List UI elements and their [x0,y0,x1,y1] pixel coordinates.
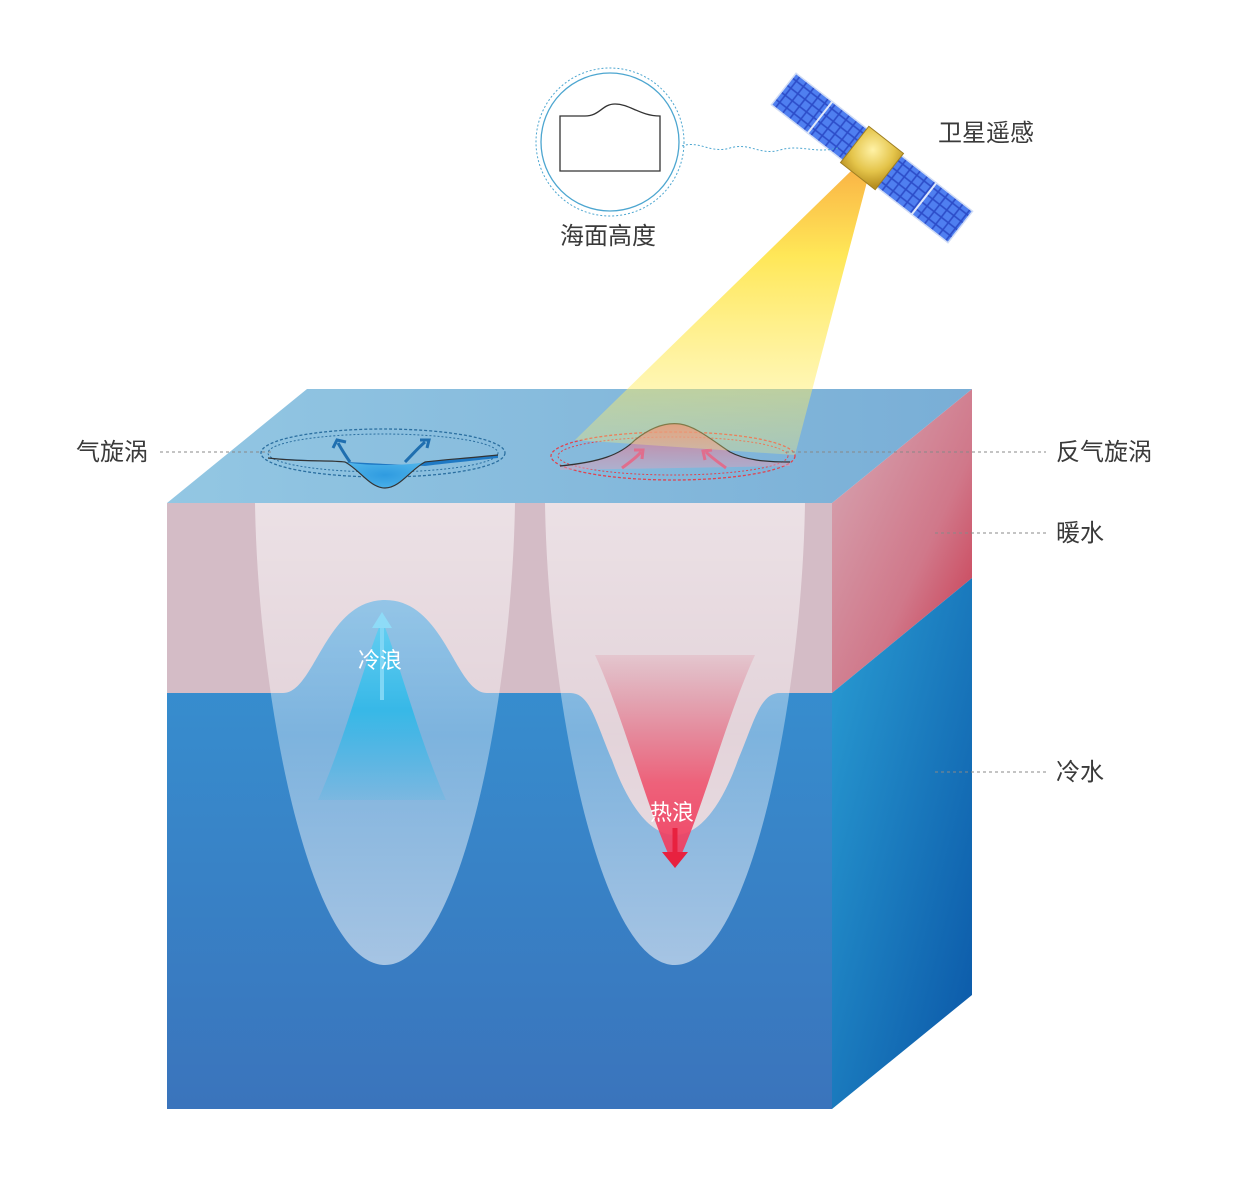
heat-wave-arrow [662,828,688,868]
anticyclonic-eddy-label: 反气旋涡 [1056,438,1152,466]
warm-water-label: 暖水 [1056,519,1104,547]
cold-wave-label: 冷浪 [358,649,403,674]
cyclonic-eddy-label: 气旋涡 [76,438,148,466]
cold-water-label: 冷水 [1056,758,1104,786]
cyclonic-eddy [260,428,506,489]
satellite-label: 卫星遥感 [938,119,1034,147]
down-arrow-icon [701,448,727,470]
up-arrow-icon [331,438,352,463]
cold-wave-jet [318,620,446,800]
ssh-profile [559,103,661,172]
satellite-beam [575,170,868,455]
top-surface [167,389,972,503]
satellite-icon [770,72,974,244]
heat-wave-jet [595,655,755,868]
down-arrow-icon [621,448,645,470]
cold-wave-arrow [372,612,392,700]
connector-line [681,144,839,152]
up-arrow-icon [403,438,431,464]
heat-wave-label: 热浪 [650,801,695,826]
right-face-warm [832,389,972,693]
sea-surface-height-label: 海面高度 [560,222,656,250]
satellite-body [839,125,905,191]
magnifier-circle-icon [535,67,839,217]
right-face-cold [832,578,972,1109]
